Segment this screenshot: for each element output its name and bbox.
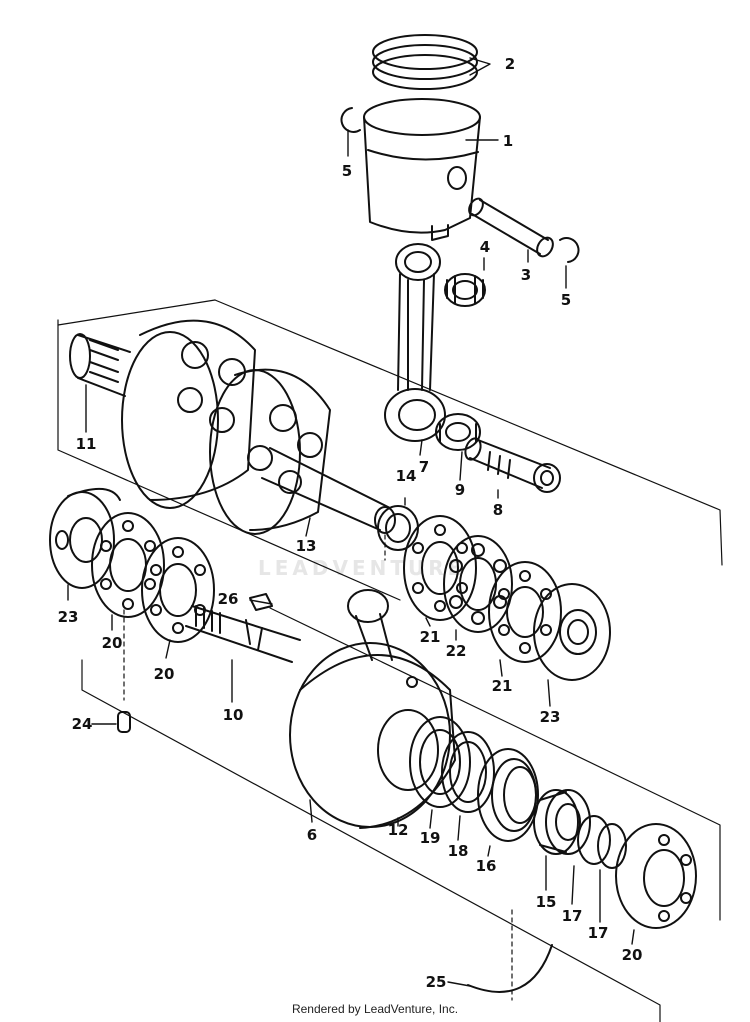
- callout-2[interactable]: 2: [504, 55, 516, 73]
- main-bearing-lower-icon[interactable]: [615, 823, 697, 929]
- big-end-bearing-icon[interactable]: [435, 413, 481, 451]
- small-end-bearing-icon[interactable]: [444, 273, 486, 307]
- connecting-rod-icon[interactable]: [384, 243, 446, 442]
- callout-11[interactable]: 11: [75, 435, 97, 453]
- bearing-housing-right-icon[interactable]: [533, 583, 611, 681]
- dowel-pin-icon[interactable]: [117, 711, 131, 733]
- watermark-text: LEADVENTURE: [258, 556, 466, 580]
- callout-9[interactable]: 9: [454, 481, 466, 499]
- circlip-bottom-icon[interactable]: [467, 944, 553, 993]
- callout-26[interactable]: 26: [217, 590, 239, 608]
- collar-icon[interactable]: [533, 789, 591, 855]
- snap-ring-1-icon[interactable]: [577, 815, 611, 865]
- callout-16[interactable]: 16: [475, 857, 497, 875]
- piston-rings-icon[interactable]: [372, 34, 478, 90]
- callout-20-left-2[interactable]: 20: [153, 665, 175, 683]
- main-bearing-left-2-icon[interactable]: [141, 537, 215, 643]
- callout-20-left-1[interactable]: 20: [101, 634, 123, 652]
- callout-15[interactable]: 15: [535, 893, 557, 911]
- callout-23-left[interactable]: 23: [57, 608, 79, 626]
- bearing-housing-left-icon[interactable]: [49, 488, 121, 589]
- callout-3[interactable]: 3: [520, 266, 532, 284]
- spacer-ring-icon[interactable]: [441, 731, 495, 813]
- oil-seal-lower-icon[interactable]: [409, 716, 471, 808]
- callout-1[interactable]: 1: [502, 132, 514, 150]
- callout-14[interactable]: 14: [395, 467, 417, 485]
- oil-seal-upper-icon[interactable]: [377, 505, 419, 551]
- assembly-outline-lines: [57, 299, 723, 1022]
- callout-10[interactable]: 10: [222, 706, 244, 724]
- main-bearing-right-2-icon[interactable]: [488, 561, 562, 663]
- callout-21-a[interactable]: 21: [419, 628, 441, 646]
- piston-pin-icon[interactable]: [466, 196, 556, 259]
- callout-13[interactable]: 13: [295, 537, 317, 555]
- callout-18[interactable]: 18: [447, 842, 469, 860]
- callout-8[interactable]: 8: [492, 501, 504, 519]
- callout-20-right[interactable]: 20: [621, 946, 643, 964]
- callout-5-left[interactable]: 5: [341, 162, 353, 180]
- circlip-right-icon[interactable]: [559, 237, 580, 263]
- callout-6[interactable]: 6: [306, 826, 318, 844]
- callout-7[interactable]: 7: [418, 458, 430, 476]
- snap-ring-2-icon[interactable]: [597, 823, 627, 869]
- callout-17-b[interactable]: 17: [587, 924, 609, 942]
- callout-23-right[interactable]: 23: [539, 708, 561, 726]
- callout-22[interactable]: 22: [445, 642, 467, 660]
- callout-25[interactable]: 25: [425, 973, 447, 991]
- crank-pin-icon[interactable]: [463, 436, 561, 493]
- callout-12[interactable]: 12: [387, 821, 409, 839]
- callout-19[interactable]: 19: [419, 829, 441, 847]
- callout-4[interactable]: 4: [479, 238, 491, 256]
- main-bearing-right-1-icon[interactable]: [403, 515, 477, 621]
- callout-17-a[interactable]: 17: [561, 907, 583, 925]
- footer-credit: Rendered by LeadVenture, Inc.: [291, 1002, 459, 1016]
- circlip-left-icon[interactable]: [340, 107, 361, 133]
- woodruff-key-icon[interactable]: [249, 593, 273, 611]
- leader-lines: [67, 57, 635, 987]
- piston-icon[interactable]: [363, 98, 481, 241]
- callout-24[interactable]: 24: [71, 715, 93, 733]
- labyrinth-seal-icon[interactable]: [477, 748, 539, 842]
- callout-5-right[interactable]: 5: [560, 291, 572, 309]
- callout-21-b[interactable]: 21: [491, 677, 513, 695]
- crankshaft-upper-half-icon[interactable]: [69, 319, 396, 535]
